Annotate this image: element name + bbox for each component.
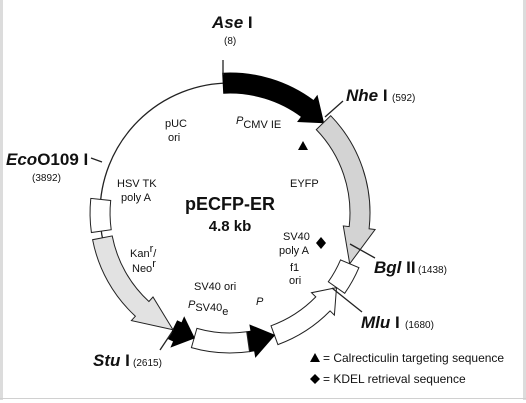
eyfp-gene-arrow bbox=[315, 114, 377, 266]
cmv-label: PCMV IE bbox=[236, 115, 281, 131]
nhe-site-tick bbox=[324, 100, 344, 118]
plasmid-name: pECFP-ER bbox=[185, 194, 275, 214]
site-pos-bgl: (1438) bbox=[418, 265, 447, 276]
sv40-ori-label: SV40 ori bbox=[194, 281, 236, 293]
bgl-site-tick bbox=[349, 243, 376, 259]
stu-site-tick bbox=[159, 331, 173, 351]
site-label-bgl: Bgl II bbox=[374, 258, 416, 277]
legend-triangle-icon bbox=[310, 353, 320, 362]
mlu-site-tick bbox=[331, 287, 363, 313]
bottom-frame bbox=[0, 398, 526, 399]
site-label-mlu: Mlu I bbox=[361, 313, 400, 332]
sv40-polya-box bbox=[327, 259, 360, 294]
kan-label: Kanr/ bbox=[130, 243, 157, 260]
site-label-stu: Stu I bbox=[93, 351, 130, 370]
site-label-ase: Ase I bbox=[211, 13, 253, 32]
f1-label-1: f1 bbox=[290, 262, 299, 274]
plasmid-size: 4.8 kb bbox=[209, 218, 252, 235]
cmv-promoter-arrow bbox=[222, 72, 325, 124]
p-promoter-arrow bbox=[246, 324, 276, 358]
sv40-polya-label-1: SV40 bbox=[283, 231, 310, 243]
hsv-tk-label: HSV TK bbox=[117, 178, 157, 190]
site-label-nhe: Nhe I bbox=[346, 86, 388, 105]
sv40-ori-box bbox=[190, 327, 251, 354]
hsv-polya-label: poly A bbox=[121, 192, 152, 204]
puc-label: pUC bbox=[165, 118, 187, 130]
site-label-eco: EcoO109 I bbox=[6, 150, 88, 169]
legend-diamond-text: = KDEL retrieval sequence bbox=[323, 372, 466, 386]
left-frame bbox=[0, 0, 3, 400]
legend-diamond-icon bbox=[310, 374, 320, 384]
calreticulin-triangle-marker bbox=[298, 141, 308, 150]
eco-site-tick bbox=[90, 157, 103, 163]
p-label: P bbox=[256, 296, 264, 308]
site-pos-mlu: (1680) bbox=[405, 320, 434, 331]
site-pos-ase: (8) bbox=[224, 36, 236, 47]
kan-neo-gene-arrow bbox=[92, 235, 175, 331]
hsv-tk-polya-box bbox=[89, 197, 112, 234]
right-frame bbox=[523, 0, 526, 400]
site-pos-nhe: (592) bbox=[392, 93, 415, 104]
site-pos-eco: (3892) bbox=[32, 173, 61, 184]
kdel-diamond-marker bbox=[316, 237, 326, 249]
f1-label-2: ori bbox=[289, 275, 301, 287]
ori-label: ori bbox=[168, 132, 180, 144]
sv40e-promoter-arrow bbox=[167, 316, 195, 348]
site-pos-stu: (2615) bbox=[133, 358, 162, 369]
eyfp-label: EYFP bbox=[290, 178, 319, 190]
f1-ori-arrow bbox=[270, 286, 338, 346]
psv40e-label: PSV40e bbox=[188, 299, 228, 318]
sv40-polya-label-2: poly A bbox=[279, 245, 310, 257]
legend-triangle-text: = Calrecticulin targeting sequence bbox=[323, 351, 504, 365]
neo-label: Neor bbox=[132, 258, 156, 275]
